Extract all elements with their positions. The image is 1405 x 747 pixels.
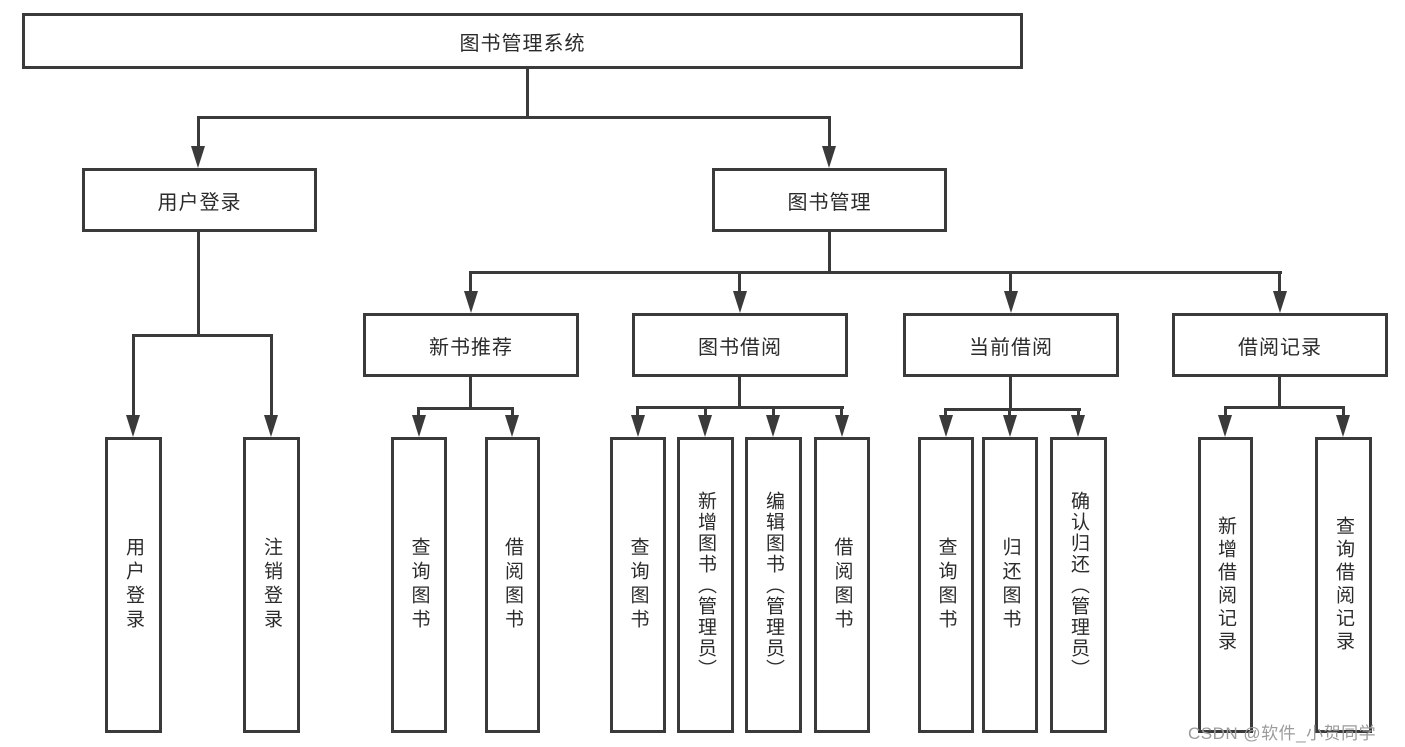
arrow-down-icon bbox=[412, 415, 426, 437]
node-current-borrow-label: 当前借阅 bbox=[969, 336, 1053, 359]
connector-line bbox=[469, 271, 1282, 274]
leaf-return-book-label: 归还图书 bbox=[999, 537, 1021, 633]
leaf-logout: 注销登录 bbox=[243, 437, 300, 733]
connector-line bbox=[469, 271, 472, 291]
connector-line bbox=[828, 116, 831, 148]
arrow-down-icon bbox=[1273, 291, 1287, 313]
node-borrow-record: 借阅记录 bbox=[1172, 313, 1388, 377]
arrow-down-icon bbox=[1336, 415, 1350, 437]
node-current-borrow: 当前借阅 bbox=[903, 313, 1119, 377]
arrow-down-icon bbox=[733, 291, 747, 313]
leaf-borrow-book-label: 借阅图书 bbox=[831, 537, 853, 633]
connector-line bbox=[828, 232, 831, 274]
arrow-down-icon bbox=[126, 415, 140, 437]
connector-line bbox=[197, 116, 200, 148]
node-new-book-recommend: 新书推荐 bbox=[363, 313, 579, 377]
arrow-down-icon bbox=[835, 415, 849, 437]
leaf-user-login-label: 用户登录 bbox=[123, 537, 144, 633]
node-root-label: 图书管理系统 bbox=[459, 32, 586, 55]
connector-line bbox=[704, 406, 707, 417]
connector-line bbox=[772, 406, 775, 417]
connector-line bbox=[270, 334, 273, 415]
leaf-add-book-admin-label: 新增图书（管理员） bbox=[695, 490, 716, 680]
arrow-down-icon bbox=[264, 415, 278, 437]
connector-line bbox=[738, 377, 741, 409]
leaf-query-books-borrow: 查询图书 bbox=[610, 437, 666, 733]
leaf-query-books-recommend-label: 查询图书 bbox=[408, 537, 430, 633]
connector-line bbox=[197, 116, 831, 119]
connector-line bbox=[417, 407, 514, 410]
node-user-login-group-label: 用户登录 bbox=[157, 191, 242, 214]
leaf-query-borrow-record-label: 查询借阅记录 bbox=[1333, 516, 1354, 654]
connector-line bbox=[511, 407, 514, 417]
node-user-login-group: 用户登录 bbox=[82, 168, 317, 232]
leaf-query-books-recommend: 查询图书 bbox=[391, 437, 447, 733]
leaf-user-login: 用户登录 bbox=[105, 437, 162, 733]
connector-line bbox=[1009, 271, 1012, 291]
connector-line bbox=[1009, 377, 1012, 411]
arrow-down-icon bbox=[1003, 415, 1017, 437]
arrow-down-icon bbox=[939, 415, 953, 437]
leaf-edit-book-admin-label: 编辑图书（管理员） bbox=[763, 490, 784, 680]
connector-line bbox=[636, 406, 844, 409]
node-new-book-recommend-label: 新书推荐 bbox=[429, 336, 513, 359]
node-borrow-record-label: 借阅记录 bbox=[1238, 336, 1322, 359]
connector-line bbox=[1224, 406, 1345, 409]
leaf-query-books-borrow-label: 查询图书 bbox=[627, 537, 649, 633]
node-book-borrow: 图书借阅 bbox=[632, 313, 848, 377]
connector-line bbox=[1278, 377, 1281, 409]
node-book-management-label: 图书管理 bbox=[787, 191, 872, 214]
arrow-down-icon bbox=[698, 415, 712, 437]
arrow-down-icon bbox=[1004, 291, 1018, 313]
leaf-edit-book-admin: 编辑图书（管理员） bbox=[745, 437, 802, 733]
connector-line bbox=[1278, 271, 1281, 291]
leaf-borrow-book-recommend-label: 借阅图书 bbox=[502, 537, 523, 633]
connector-line bbox=[1342, 406, 1345, 417]
leaf-borrow-book: 借阅图书 bbox=[814, 437, 870, 733]
connector-line bbox=[469, 377, 472, 410]
arrow-down-icon bbox=[822, 146, 836, 168]
arrow-down-icon bbox=[1071, 415, 1085, 437]
arrow-down-icon bbox=[1218, 415, 1232, 437]
arrow-down-icon bbox=[766, 415, 780, 437]
leaf-return-book: 归还图书 bbox=[982, 437, 1038, 733]
leaf-add-borrow-record-label: 新增借阅记录 bbox=[1215, 516, 1236, 654]
connector-line bbox=[1008, 408, 1011, 417]
connector-line bbox=[944, 408, 1081, 411]
connector-line bbox=[944, 408, 947, 417]
leaf-query-borrow-record: 查询借阅记录 bbox=[1315, 437, 1372, 733]
leaf-confirm-return-admin: 确认归还（管理员） bbox=[1050, 437, 1107, 733]
connector-line bbox=[417, 407, 420, 417]
node-root: 图书管理系统 bbox=[22, 13, 1023, 69]
leaf-add-borrow-record: 新增借阅记录 bbox=[1198, 437, 1253, 733]
arrow-down-icon bbox=[191, 146, 205, 168]
watermark-text: CSDN @软件_小贺同学 bbox=[1188, 724, 1377, 743]
connector-line bbox=[1077, 408, 1080, 417]
node-book-borrow-label: 图书借阅 bbox=[698, 336, 782, 359]
arrow-down-icon bbox=[464, 291, 478, 313]
connector-line bbox=[197, 232, 200, 336]
arrow-down-icon bbox=[631, 415, 645, 437]
connector-line bbox=[738, 271, 741, 291]
connector-line bbox=[526, 68, 529, 119]
arrow-down-icon bbox=[505, 415, 519, 437]
node-book-management: 图书管理 bbox=[712, 168, 947, 232]
leaf-query-books-current-label: 查询图书 bbox=[935, 537, 957, 633]
connector-line bbox=[132, 334, 273, 337]
connector-line bbox=[1224, 406, 1227, 417]
connector-line bbox=[840, 406, 843, 417]
leaf-add-book-admin: 新增图书（管理员） bbox=[677, 437, 734, 733]
leaf-confirm-return-admin-label: 确认归还（管理员） bbox=[1068, 490, 1089, 680]
leaf-logout-label: 注销登录 bbox=[261, 537, 282, 633]
leaf-borrow-book-recommend: 借阅图书 bbox=[485, 437, 540, 733]
connector-line bbox=[636, 406, 639, 417]
connector-line bbox=[132, 334, 135, 415]
leaf-query-books-current: 查询图书 bbox=[918, 437, 974, 733]
